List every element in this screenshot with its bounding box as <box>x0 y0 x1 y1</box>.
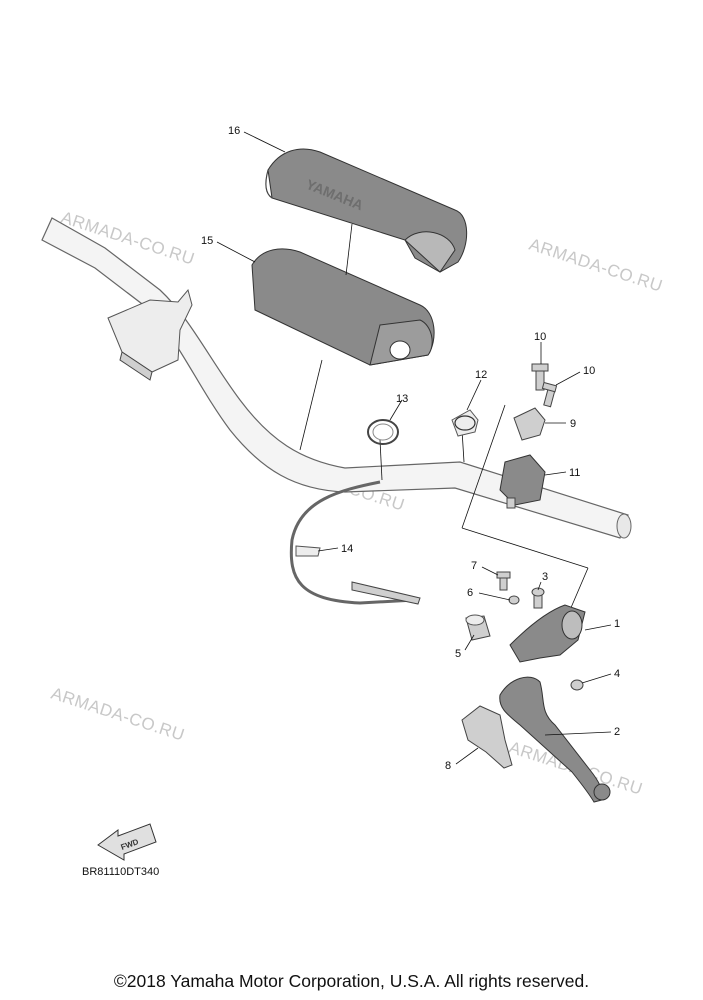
callouts: 16 15 13 12 10 10 9 11 14 7 3 6 1 5 4 2 … <box>201 125 620 772</box>
part-8-cover <box>461 705 513 769</box>
callout-12: 12 <box>475 369 487 381</box>
part-7-bolt <box>496 571 511 591</box>
callout-2: 2 <box>614 726 620 738</box>
part-16-cover: YAMAHA <box>265 148 468 273</box>
part-2-lever <box>499 676 611 803</box>
callout-10a: 10 <box>534 331 546 343</box>
leader-lines <box>216 131 612 765</box>
part-1-lever-holder <box>509 604 586 663</box>
part-14-cable <box>289 480 421 605</box>
part-6-collar <box>508 595 520 605</box>
part-10-bolts <box>531 363 558 408</box>
callout-15: 15 <box>201 235 213 247</box>
handlebar <box>41 217 632 539</box>
callout-7: 7 <box>471 560 477 572</box>
copyright-notice: ©2018 Yamaha Motor Corporation, U.S.A. A… <box>113 971 590 991</box>
callout-14: 14 <box>341 543 353 555</box>
callout-10b: 10 <box>583 365 595 377</box>
watermark-4: ARMADA-CO.RU <box>49 684 187 745</box>
callout-16: 16 <box>228 125 240 137</box>
center-lines <box>299 223 589 611</box>
callout-4: 4 <box>614 668 620 680</box>
part-15-pad <box>251 248 435 366</box>
callout-3: 3 <box>542 571 548 583</box>
part-9-holder <box>513 407 546 441</box>
watermark-2: ARMADA-CO.RU <box>527 235 665 296</box>
part-4-nut <box>570 679 584 691</box>
callout-5: 5 <box>455 648 461 660</box>
part-11-bracket <box>499 454 546 509</box>
callout-11: 11 <box>569 467 580 479</box>
callout-9: 9 <box>570 418 576 430</box>
callout-13: 13 <box>396 393 408 405</box>
part-5-adjuster <box>465 614 491 641</box>
handlebar-clamp <box>107 288 193 381</box>
callout-6: 6 <box>467 587 473 599</box>
part-3-screw <box>531 587 545 609</box>
reference-code: BR81110DT340 <box>82 866 160 878</box>
part-13-band <box>367 419 399 445</box>
callout-8: 8 <box>445 760 451 772</box>
part-12-clamp <box>451 409 479 437</box>
callout-1: 1 <box>614 618 620 630</box>
fwd-arrow: FWD <box>97 823 157 861</box>
